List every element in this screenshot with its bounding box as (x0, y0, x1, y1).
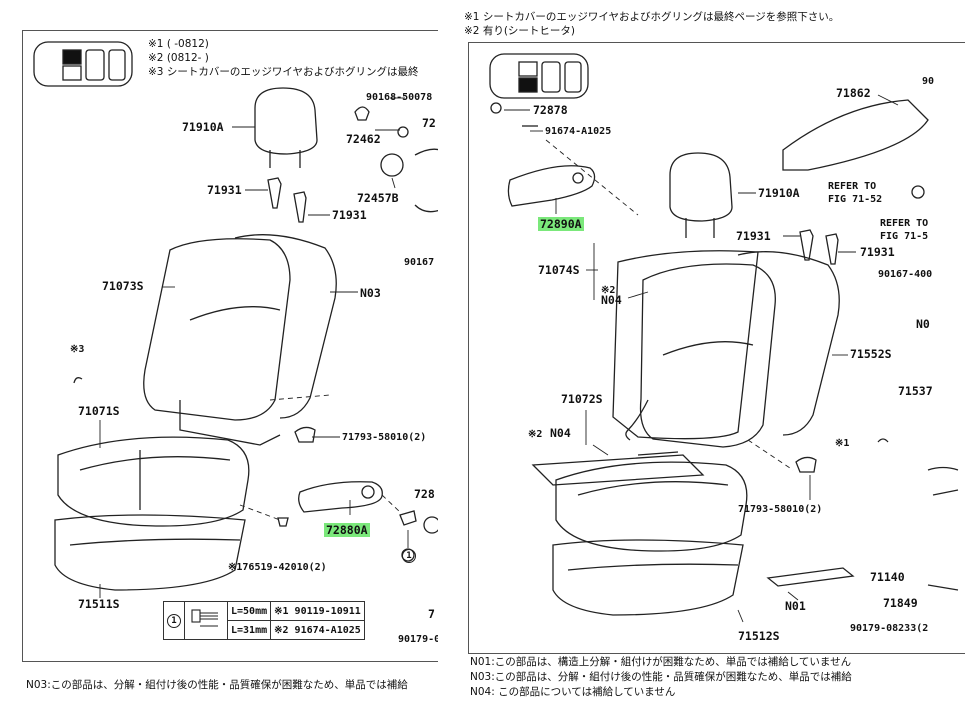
seat-position-icon (33, 41, 133, 87)
part-91674[interactable]: 91674-A1025 (545, 126, 612, 137)
part-71931-right-a[interactable]: 71931 (736, 229, 771, 243)
right-note-1: ※1 シートカバーのエッジワイヤおよびホグリングは最終ページを参照下さい。 (464, 11, 840, 23)
part-71931-right-b[interactable]: 71931 (860, 245, 895, 259)
part-7[interactable]: 7 (428, 607, 435, 621)
left-footer-n03: N03:この部品は、分解・組付け後の性能・品質確保が困難なため、単品では補給 (26, 679, 408, 691)
callout-circle-1: 1 (402, 549, 416, 563)
part-728[interactable]: 728 (414, 487, 435, 501)
right-footer-n01: N01:この部品は、構造上分解・組付けが困難なため、単品では補給していません (470, 656, 852, 668)
right-footer-n03: N03:この部品は、分解・組付け後の性能・品質確保が困難なため、単品では補給 (470, 671, 852, 683)
right-diagram-panel: ※1 シートカバーのエッジワイヤおよびホグリングは最終ページを参照下さい。 ※2… (438, 0, 965, 707)
note-marker-2a: ※2 (601, 285, 616, 296)
right-seat-drawing (489, 53, 959, 623)
bolt-icon (191, 609, 218, 627)
seat-frame-shape (54, 514, 246, 591)
left-diagram-panel: ※1 ( -0812) ※2 (0812- ) ※3 シートカバーのエッジワイヤ… (0, 0, 444, 707)
refer-fig-71-5-line1[interactable]: REFER TO (880, 218, 929, 229)
refer-fig-71-52-line2[interactable]: FIG 71-52 (828, 194, 883, 205)
table-circle-number: 1 (167, 613, 181, 628)
part-90-right[interactable]: 90 (922, 76, 935, 87)
left-note-1: ※1 ( -0812) (148, 38, 209, 50)
part-71793[interactable]: 71793-58010(2) (342, 432, 427, 443)
seatback-shape-right (639, 263, 776, 448)
seat-cushion-shape-right (555, 461, 748, 552)
part-72462[interactable]: 72462 (346, 132, 381, 146)
part-n03[interactable]: N03 (360, 286, 381, 300)
part-71552s[interactable]: 71552S (850, 347, 892, 361)
right-note-2: ※2 有り(シートヒータ) (464, 25, 576, 37)
part-71511s[interactable]: 71511S (78, 597, 120, 611)
part-71931-lower[interactable]: 71931 (332, 208, 367, 222)
refer-fig-71-5-line2[interactable]: FIG 71-5 (880, 231, 929, 242)
back-panel-shape (612, 250, 759, 440)
right-diagram-frame (468, 42, 965, 654)
part-72890a[interactable]: 72890A (538, 217, 584, 231)
table-row2-part[interactable]: ※2 91674-A1025 (270, 620, 365, 640)
note-marker-3: ※3 (70, 344, 85, 355)
seatback-shape (143, 238, 291, 421)
part-90179[interactable]: 90179-0 (398, 634, 441, 645)
part-90179-right[interactable]: 90179-08233(2 (850, 623, 929, 634)
part-76519[interactable]: ※176519-42010(2) (228, 562, 327, 573)
part-71910a[interactable]: 71910A (182, 120, 224, 134)
part-71073s[interactable]: 71073S (102, 279, 144, 293)
part-71072s[interactable]: 71072S (561, 392, 603, 406)
part-72[interactable]: 72 (422, 116, 436, 130)
table-row1-length: L=50mm (226, 601, 272, 621)
left-note-3: ※3 シートカバーのエッジワイヤおよびホグリングは最終 (148, 66, 419, 78)
headrest-shape-right (669, 152, 733, 222)
part-71849[interactable]: 71849 (883, 596, 918, 610)
part-72878[interactable]: 72878 (533, 103, 568, 117)
right-footer-n04: N04: この部品については補給していません (470, 686, 676, 698)
part-71071s[interactable]: 71071S (78, 404, 120, 418)
left-note-2: ※2 (0812- ) (148, 52, 209, 64)
table-circle-cell: 1 (163, 601, 185, 640)
part-90168[interactable]: 90168-50078 (366, 92, 433, 103)
table-row2-length: L=31mm (226, 620, 272, 640)
part-90167-right[interactable]: 90167-400 (878, 269, 933, 280)
part-71074s[interactable]: 71074S (538, 263, 580, 277)
seat-cushion-shape (57, 436, 250, 527)
headrest-shape (254, 87, 318, 155)
armrest-shape (298, 481, 383, 513)
part-71910a-right[interactable]: 71910A (758, 186, 800, 200)
note-marker-2b: ※2 (528, 429, 543, 440)
part-71537[interactable]: 71537 (898, 384, 933, 398)
part-72880a[interactable]: 72880A (324, 523, 370, 537)
seat-frame-shape-right (552, 539, 744, 616)
armrest-shape-right (507, 165, 596, 207)
refer-fig-71-52-line1[interactable]: REFER TO (828, 181, 877, 192)
bolt-length-table: 1 L=50mm ※1 90119-10911 L=31mm ※2 91674- (163, 601, 365, 640)
bracket-shape (782, 99, 929, 171)
part-n03-right[interactable]: N0 (916, 317, 930, 331)
part-90167[interactable]: 90167 (404, 257, 435, 268)
part-n04-lower[interactable]: N04 (550, 426, 571, 440)
part-72880a-highlight: 72880A (324, 523, 370, 537)
part-72890a-highlight: 72890A (538, 217, 584, 231)
part-71140[interactable]: 71140 (870, 570, 905, 584)
part-n01[interactable]: N01 (785, 599, 806, 613)
heater-mat-shape (766, 567, 855, 587)
part-72457b[interactable]: 72457B (357, 191, 399, 205)
note-marker-1: ※1 (835, 438, 850, 449)
table-row1-part[interactable]: ※1 90119-10911 (270, 601, 365, 621)
bolt-icon-cell (184, 601, 228, 640)
part-71512s[interactable]: 71512S (738, 629, 780, 643)
part-n04-upper[interactable]: N04 (601, 293, 622, 307)
left-seat-drawing (33, 41, 441, 598)
part-71862[interactable]: 71862 (836, 86, 871, 100)
seat-position-icon-right (489, 53, 589, 99)
part-71793-right[interactable]: 71793-58010(2) (738, 504, 823, 515)
part-71931-upper[interactable]: 71931 (207, 183, 242, 197)
